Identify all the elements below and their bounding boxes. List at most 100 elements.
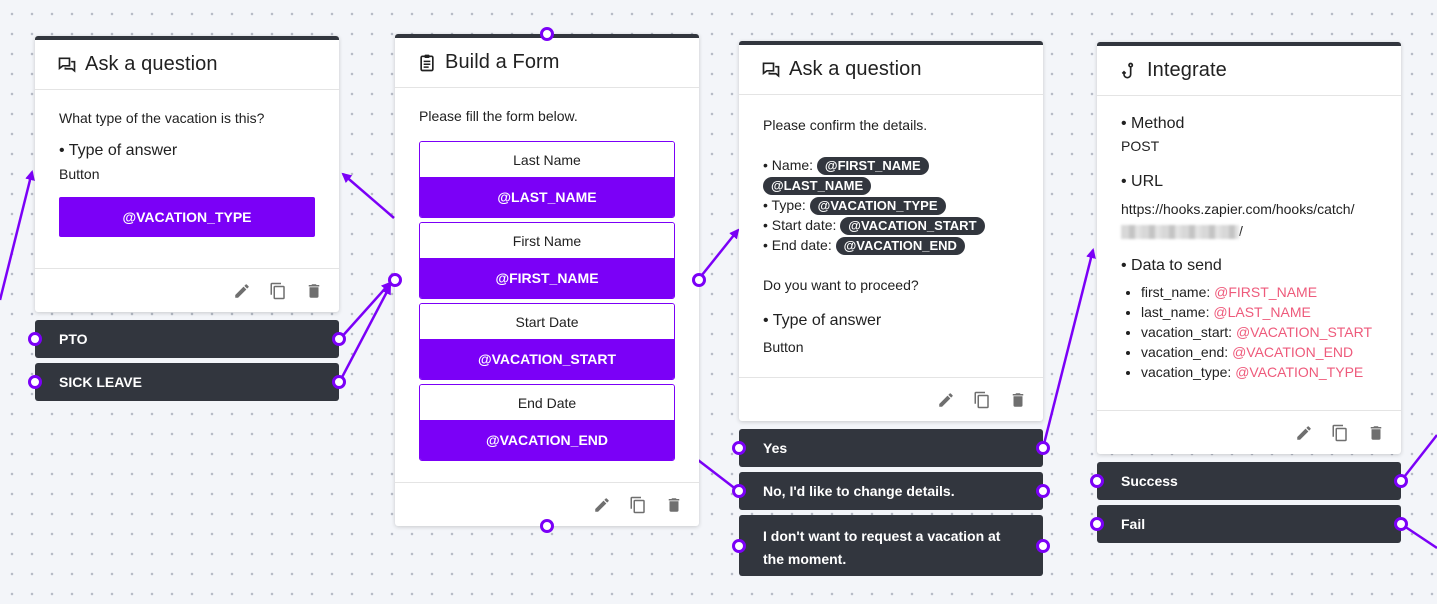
trash-icon[interactable] xyxy=(1367,424,1385,442)
option-pto[interactable]: PTO xyxy=(35,320,339,358)
trash-icon[interactable] xyxy=(1009,391,1027,409)
answer-type-value: Button xyxy=(763,339,804,355)
answer-type-label: • Type of answer xyxy=(59,142,178,159)
start-label: • Start date: xyxy=(763,217,837,233)
wire-pto-to-form xyxy=(338,281,392,341)
port-yes-out[interactable] xyxy=(1036,441,1050,455)
data-list: first_name: @FIRST_NAME last_name: @LAST… xyxy=(1121,282,1377,382)
data-key: vacation_end: xyxy=(1141,344,1229,360)
method-value: POST xyxy=(1121,138,1160,154)
option-change-details[interactable]: No, I'd like to change details. xyxy=(739,472,1043,510)
copy-icon[interactable] xyxy=(629,496,647,514)
option-sick-leave[interactable]: SICK LEAVE xyxy=(35,363,339,401)
wire-no-to-form xyxy=(697,459,738,491)
port-success-out[interactable] xyxy=(1394,474,1408,488)
node-header[interactable]: Ask a question xyxy=(35,40,339,90)
port-ask1-pto-out[interactable] xyxy=(332,332,346,346)
data-value: @VACATION_TYPE xyxy=(1235,364,1364,380)
option-success[interactable]: Success xyxy=(1097,462,1401,500)
confirm-intro: Please confirm the details. xyxy=(763,117,928,133)
option-label: I don't want to request a vacation at th… xyxy=(763,528,1001,567)
ask-question-node-1[interactable]: Ask a question What type of the vacation… xyxy=(35,36,339,312)
form-field-end-date[interactable]: End Date @VACATION_END xyxy=(419,384,675,461)
vacation-type-button[interactable]: @VACATION_TYPE xyxy=(59,197,315,237)
port-yes-in[interactable] xyxy=(732,441,746,455)
port-fail-out[interactable] xyxy=(1394,517,1408,531)
data-label: • Data to send xyxy=(1121,257,1222,274)
form-field-last-name[interactable]: Last Name @LAST_NAME xyxy=(419,141,675,218)
option-label: PTO xyxy=(59,331,88,347)
clipboard-icon xyxy=(417,53,437,73)
integrate-node[interactable]: Integrate • Method POST • URL https://ho… xyxy=(1097,42,1401,454)
copy-icon[interactable] xyxy=(1331,424,1349,442)
variable-chip: @VACATION_START xyxy=(840,217,985,235)
wire-sick-to-form xyxy=(337,284,392,384)
data-item: vacation_end: @VACATION_END xyxy=(1141,342,1377,362)
trash-icon[interactable] xyxy=(305,282,323,300)
port-form-top[interactable] xyxy=(540,27,554,41)
port-change-out[interactable] xyxy=(1036,484,1050,498)
pencil-icon[interactable] xyxy=(233,282,251,300)
data-value: @VACATION_START xyxy=(1235,324,1373,340)
port-form-right[interactable] xyxy=(692,273,706,287)
data-item: last_name: @LAST_NAME xyxy=(1141,302,1377,322)
option-label: Fail xyxy=(1121,516,1146,532)
wire-in-ask1 xyxy=(0,170,35,301)
wire-fail-out xyxy=(1400,522,1437,550)
question-text: What type of the vacation is this? xyxy=(59,110,265,126)
form-field-start-date[interactable]: Start Date @VACATION_START xyxy=(419,303,675,380)
chat-bubbles-icon xyxy=(761,60,781,80)
form-field-first-name[interactable]: First Name @FIRST_NAME xyxy=(419,222,675,299)
option-yes[interactable]: Yes xyxy=(739,429,1043,467)
option-no-vacation[interactable]: I don't want to request a vacation at th… xyxy=(739,515,1043,576)
node-header[interactable]: Integrate xyxy=(1097,46,1401,96)
field-label: Start Date xyxy=(420,304,674,339)
pencil-icon[interactable] xyxy=(593,496,611,514)
port-change-in[interactable] xyxy=(732,484,746,498)
port-ask1-sick-out[interactable] xyxy=(332,375,346,389)
answer-type-label: • Type of answer xyxy=(763,312,882,329)
type-label: • Type: xyxy=(763,197,806,213)
url-suffix: / xyxy=(1239,223,1243,239)
variable-chip: @VACATION_TYPE xyxy=(809,197,946,215)
ask-question-node-2[interactable]: Ask a question Please confirm the detail… xyxy=(739,41,1043,421)
port-novacation-out[interactable] xyxy=(1036,539,1050,553)
wire-form-to-ask1 xyxy=(341,172,395,219)
variable-chip: @VACATION_END xyxy=(835,237,965,255)
port-success-in[interactable] xyxy=(1090,474,1104,488)
port-ask1-sick-in[interactable] xyxy=(28,375,42,389)
node-header[interactable]: Ask a question xyxy=(739,45,1043,95)
data-item: vacation_type: @VACATION_TYPE xyxy=(1141,362,1377,382)
answer-type-value: Button xyxy=(59,166,100,182)
option-label: Success xyxy=(1121,473,1178,489)
node-header[interactable]: Build a Form xyxy=(395,38,699,88)
port-form-left[interactable] xyxy=(388,273,402,287)
data-key: first_name: xyxy=(1141,284,1211,300)
trash-icon[interactable] xyxy=(665,496,683,514)
pencil-icon[interactable] xyxy=(1295,424,1313,442)
field-variable: @LAST_NAME xyxy=(420,177,674,217)
pencil-icon[interactable] xyxy=(937,391,955,409)
data-value: @VACATION_END xyxy=(1232,344,1354,360)
field-variable: @VACATION_END xyxy=(420,420,674,460)
build-form-node[interactable]: Build a Form Please fill the form below.… xyxy=(395,34,699,526)
port-novacation-in[interactable] xyxy=(732,539,746,553)
node-title: Ask a question xyxy=(85,53,218,75)
port-form-bottom[interactable] xyxy=(540,519,554,533)
method-label: • Method xyxy=(1121,115,1185,132)
option-fail[interactable]: Fail xyxy=(1097,505,1401,543)
data-value: @FIRST_NAME xyxy=(1214,284,1318,300)
webhook-hook-icon xyxy=(1119,61,1139,81)
copy-icon[interactable] xyxy=(973,391,991,409)
node-title: Integrate xyxy=(1147,59,1227,81)
node-title: Build a Form xyxy=(445,51,560,73)
data-key: vacation_type: xyxy=(1141,364,1232,380)
chat-bubbles-icon xyxy=(57,55,77,75)
data-key: last_name: xyxy=(1141,304,1210,320)
option-label: SICK LEAVE xyxy=(59,374,142,390)
port-fail-in[interactable] xyxy=(1090,517,1104,531)
port-ask1-pto-in[interactable] xyxy=(28,332,42,346)
data-item: first_name: @FIRST_NAME xyxy=(1141,282,1377,302)
copy-icon[interactable] xyxy=(269,282,287,300)
